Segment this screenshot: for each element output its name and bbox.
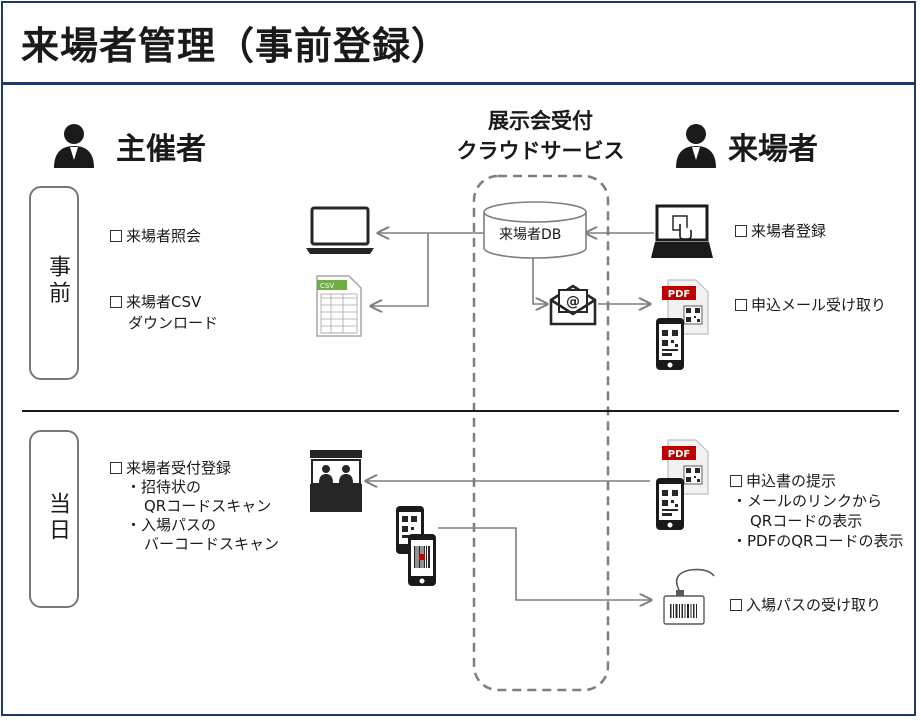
organizer-csv-item: 来場者CSV (110, 291, 201, 312)
checkbox-icon (110, 296, 122, 308)
pdf-label: PDF (668, 289, 690, 300)
pdf-label: PDF (668, 449, 690, 460)
organizer-reception-item: 来場者受付登録 (110, 457, 231, 478)
visitor-pdf-qr: ・PDFのQRコードの表示 (732, 532, 904, 550)
visitor-registration-label: 来場者登録 (751, 222, 827, 240)
phase-day-of-box (29, 430, 79, 608)
organizer-csv-line1: 来場者CSV (126, 293, 202, 311)
phase-before-label: 事前 (45, 255, 70, 307)
checkbox-icon (110, 462, 122, 474)
visitor-present-label: 申込書の提示 (746, 472, 837, 490)
organizer-inquiry-item: 来場者照会 (110, 225, 201, 246)
person-silhouette-icon (54, 124, 94, 168)
organizer-reception-label: 来場者受付登録 (126, 459, 232, 477)
svg-text:@: @ (566, 294, 580, 310)
page-title: 来場者管理（事前登録） (21, 24, 451, 68)
smartphone-barcode-icon (396, 506, 436, 586)
organizer-invite-line1: ・招待状の (126, 478, 202, 496)
visitor-link-line2: QRコードの表示 (750, 512, 863, 530)
organizer-pass-line1: ・入場パスの (126, 516, 217, 534)
phase-before-box (29, 186, 79, 380)
csv-file-icon: CSV (316, 275, 362, 337)
visitor-email-label: 申込メール受け取り (751, 296, 887, 314)
arrow-pass-to-badge (438, 527, 651, 600)
arrow-db-to-csv (371, 233, 429, 306)
checkbox-icon (110, 230, 122, 242)
arrow-db-to-email (532, 256, 547, 304)
visitor-heading: 来場者 (728, 132, 818, 167)
title-bar: 来場者管理（事前登録） (1, 1, 916, 85)
organizer-pass-line2: バーコードスキャン (144, 535, 280, 553)
smartphone-qr-icon (656, 478, 684, 530)
phase-day-of-label: 当日 (45, 492, 70, 544)
database-icon (483, 201, 587, 259)
laptop-icon (306, 206, 374, 254)
database-label: 来場者DB (499, 227, 562, 243)
person-silhouette-icon (676, 124, 716, 168)
visitor-pass-label: 入場パスの受け取り (746, 596, 882, 614)
organizer-heading: 主催者 (116, 132, 206, 167)
visitor-pass-item: 入場パスの受け取り (730, 594, 881, 615)
cloud-service-boundary (472, 174, 610, 692)
organizer-csv-line2: ダウンロード (128, 314, 219, 332)
touch-terminal-icon (651, 204, 713, 258)
cloud-title-line2: クラウドサービス (456, 139, 625, 163)
email-icon: @ (549, 284, 597, 326)
checkbox-icon (730, 599, 742, 611)
visitor-registration-item: 来場者登録 (735, 220, 826, 241)
csv-label: CSV (320, 282, 334, 290)
cloud-title-line1: 展示会受付 (488, 109, 593, 133)
entry-badge-icon (663, 568, 715, 625)
organizer-invite-line2: QRコードスキャン (144, 497, 272, 515)
visitor-email-item: 申込メール受け取り (735, 294, 886, 315)
checkbox-icon (735, 225, 747, 237)
cloud-title: 展示会受付 クラウドサービス (438, 106, 643, 166)
visitor-present-item: 申込書の提示 (730, 470, 836, 491)
visitor-link-line1: ・メールのリンクから (732, 492, 883, 510)
checkbox-icon (735, 299, 747, 311)
reception-booth-icon (310, 450, 362, 512)
checkbox-icon (730, 475, 742, 487)
organizer-inquiry-label: 来場者照会 (126, 227, 202, 245)
smartphone-qr-icon (656, 318, 684, 370)
